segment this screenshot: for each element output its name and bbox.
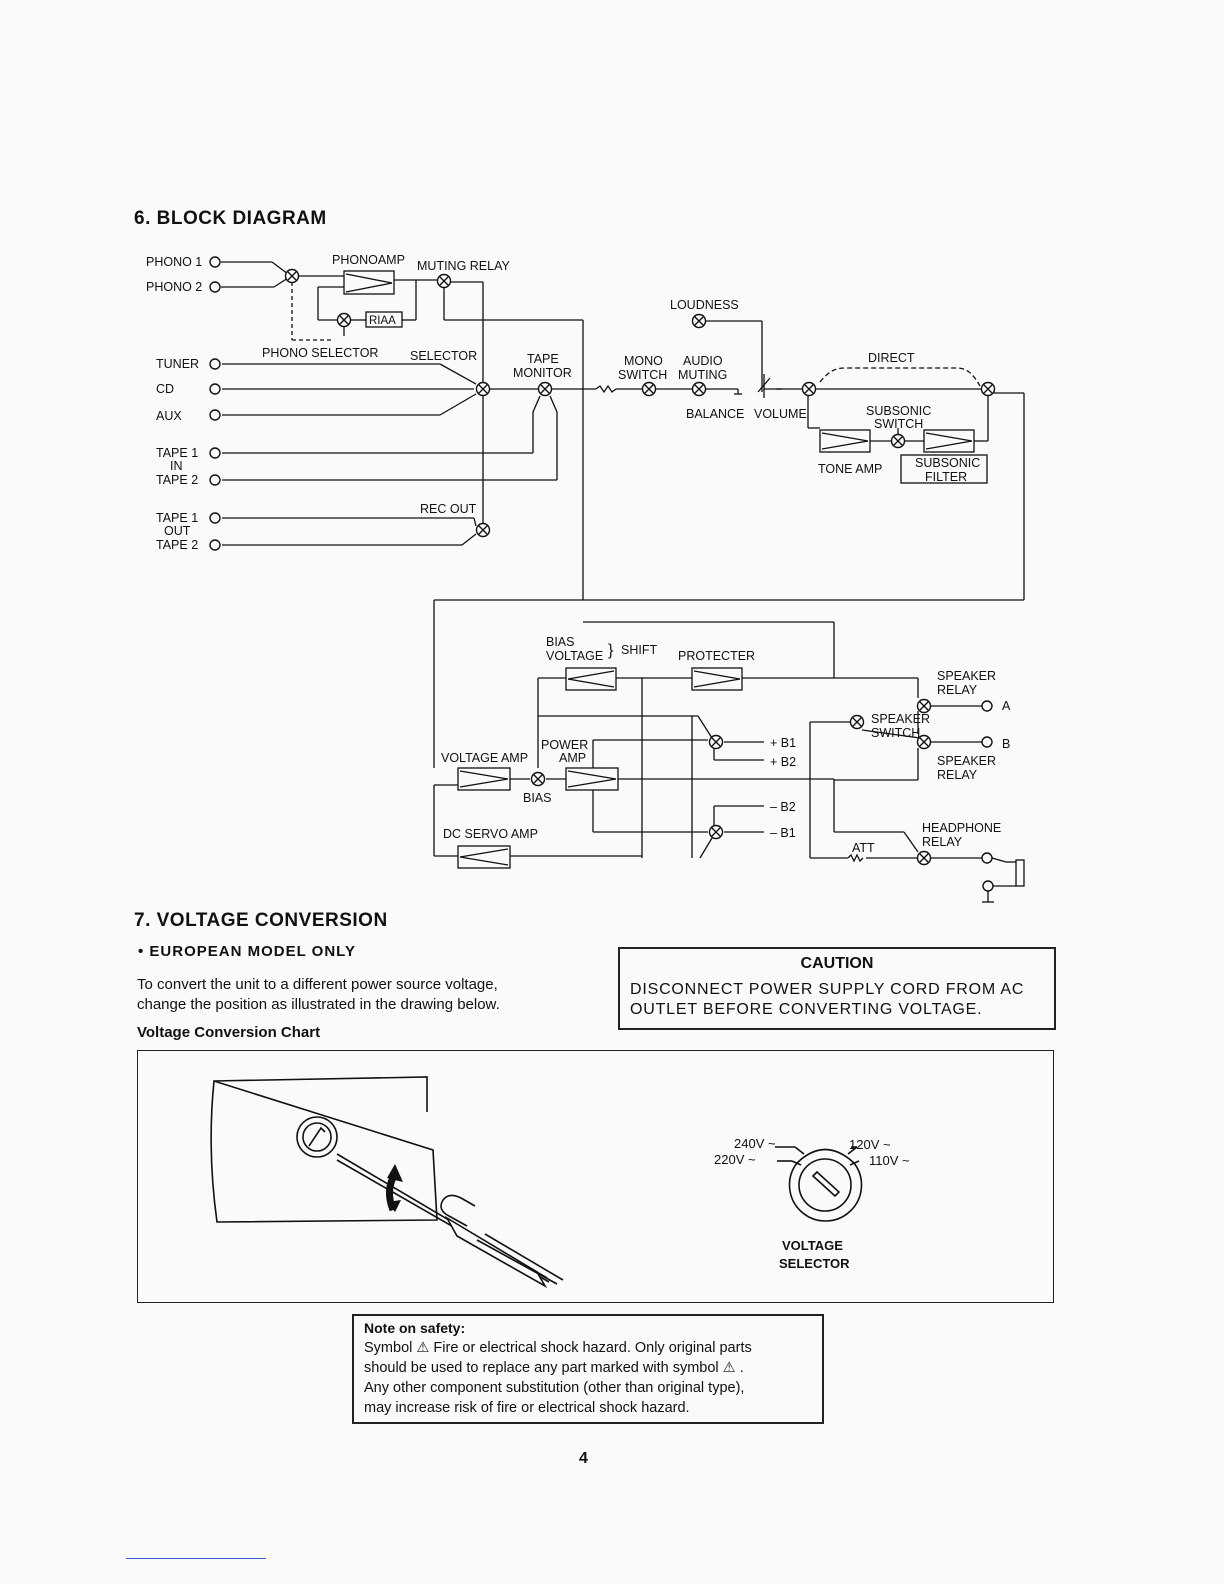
label-tape2-in: TAPE 2: [156, 473, 198, 487]
label-phono1: PHONO 1: [146, 255, 202, 269]
caution-title: CAUTION: [800, 955, 874, 972]
label-power: POWER: [541, 738, 588, 752]
label-muting: MUTING: [678, 368, 727, 382]
label-speaker-relay-b2: RELAY: [937, 768, 978, 782]
conversion-paragraph-line1: To convert the unit to a different power…: [137, 976, 498, 993]
safety-note-line2: should be used to replace any part marke…: [364, 1360, 744, 1376]
section-7-title: 7. VOLTAGE CONVERSION: [134, 910, 388, 931]
label-selector: SELECTOR: [410, 349, 477, 363]
caution-line1: DISCONNECT POWER SUPPLY CORD FROM AC: [630, 981, 1025, 998]
label-tape1-out: TAPE 1: [156, 511, 198, 525]
conversion-paragraph-line2: change the position as illustrated in th…: [137, 996, 500, 1013]
voltage-conversion-chart-title: Voltage Conversion Chart: [137, 1024, 321, 1041]
label-direct: DIRECT: [868, 351, 915, 365]
european-model-bullet: • EUROPEAN MODEL ONLY: [138, 943, 356, 960]
label-speaker-relay-a2: RELAY: [937, 683, 978, 697]
label-subsonic: SUBSONIC: [866, 404, 931, 418]
label-tape1-in: TAPE 1: [156, 446, 198, 460]
label-phono2: PHONO 2: [146, 280, 202, 294]
label-plus-b2: + B2: [770, 755, 796, 769]
label-headphone: HEADPHONE: [922, 821, 1001, 835]
label-tape2-out: TAPE 2: [156, 538, 198, 552]
label-dc-servo-amp: DC SERVO AMP: [443, 827, 538, 841]
safety-note-line1: Symbol ⚠ Fire or electrical shock hazard…: [364, 1340, 752, 1356]
label-110v: 110V ~: [869, 1153, 910, 1168]
label-in: IN: [170, 459, 183, 473]
label-relay: RELAY: [922, 835, 963, 849]
label-subsonic-switch: SWITCH: [874, 417, 923, 431]
label-voltage-selector-2: SELECTOR: [779, 1256, 850, 1271]
caution-box: CAUTION DISCONNECT POWER SUPPLY CORD FRO…: [618, 947, 1056, 1030]
label-amp: AMP: [559, 751, 586, 765]
label-tone-amp: TONE AMP: [818, 462, 882, 476]
label-speaker-switch-2: SWITCH: [871, 726, 920, 740]
label-shift: SHIFT: [621, 643, 657, 657]
label-switch: SWITCH: [618, 368, 667, 382]
label-out: OUT: [164, 524, 191, 538]
label-mono: MONO: [624, 354, 663, 368]
caution-line2: OUTLET BEFORE CONVERTING VOLTAGE.: [630, 1001, 983, 1018]
label-a: A: [1002, 699, 1011, 713]
label-protecter: PROTECTER: [678, 649, 755, 663]
label-subsonic-filter-1: SUBSONIC: [915, 456, 980, 470]
label-aux: AUX: [156, 409, 182, 423]
label-bias: BIAS: [523, 791, 552, 805]
label-riaa: RIAA: [369, 315, 396, 327]
label-rec-out: REC OUT: [420, 502, 477, 516]
label-voltage-selector-1: VOLTAGE: [782, 1238, 843, 1253]
label-balance: BALANCE: [686, 407, 744, 421]
label-plus-b1: + B1: [770, 736, 796, 750]
label-att: ATT: [852, 841, 875, 855]
label-subsonic-filter-2: FILTER: [925, 470, 967, 484]
footer-rule: [126, 1558, 266, 1559]
label-phonoamp: PHONOAMP: [332, 253, 405, 267]
safety-note-line3: Any other component substitution (other …: [364, 1380, 745, 1396]
block-diagram: PHONO 1 PHONO 2 PHONOAMP MUTING RELAY RI…: [146, 253, 1025, 903]
section-6-title: 6. BLOCK DIAGRAM: [134, 208, 327, 229]
label-minus-b2: – B2: [770, 800, 796, 814]
label-muting-relay: MUTING RELAY: [417, 259, 510, 273]
safety-note-box: Note on safety: Symbol ⚠ Fire or electri…: [352, 1314, 824, 1424]
label-audio: AUDIO: [683, 354, 723, 368]
label-tape: TAPE: [527, 352, 559, 366]
safety-note-title: Note on safety:: [364, 1320, 466, 1336]
label-120v: 120V ~: [849, 1137, 891, 1152]
label-speaker-switch-1: SPEAKER: [871, 712, 930, 726]
label-bias-top: BIAS: [546, 635, 575, 649]
page-number: 4: [579, 1450, 588, 1467]
label-speaker-relay-a1: SPEAKER: [937, 669, 996, 683]
label-tuner: TUNER: [156, 357, 199, 371]
voltage-conversion-illustration: 240V ~ 220V ~ 120V ~ 110V ~ VOLTAGE SELE…: [210, 1076, 910, 1289]
label-minus-b1: – B1: [770, 826, 796, 840]
voltage-conversion-chart: [137, 1050, 1054, 1303]
label-monitor: MONITOR: [513, 366, 572, 380]
svg-text:}: }: [608, 642, 614, 659]
label-voltage-amp: VOLTAGE AMP: [441, 751, 528, 765]
label-phono-selector: PHONO SELECTOR: [262, 346, 378, 360]
safety-note-line4: may increase risk of fire or electrical …: [364, 1400, 690, 1416]
label-loudness: LOUDNESS: [670, 298, 739, 312]
label-volume: VOLUME: [754, 407, 807, 421]
label-cd: CD: [156, 382, 174, 396]
label-240v: 240V ~: [734, 1136, 776, 1151]
label-speaker-relay-b1: SPEAKER: [937, 754, 996, 768]
label-voltage: VOLTAGE: [546, 649, 603, 663]
label-b: B: [1002, 737, 1010, 751]
label-220v: 220V ~: [714, 1152, 756, 1167]
